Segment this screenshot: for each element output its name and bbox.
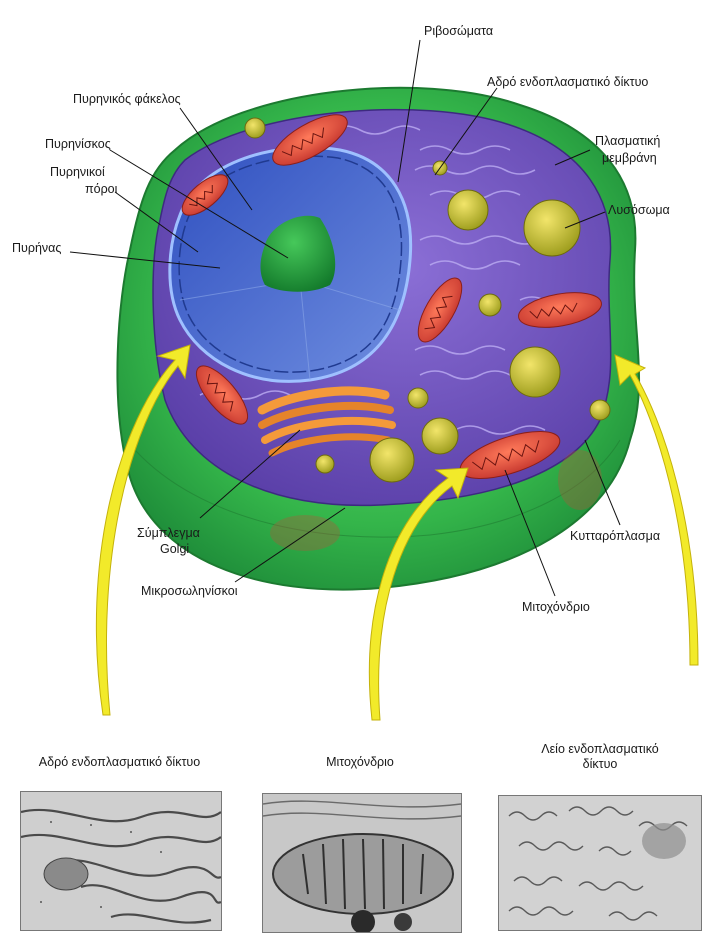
leader-ribosomes	[397, 39, 421, 183]
leader-nucleolus	[109, 149, 289, 259]
label-mitochondrion: Μιτοχόνδριο	[522, 600, 590, 614]
nuclear-envelope-shape	[178, 155, 403, 373]
leader-mitochondrion	[504, 469, 556, 597]
label-nuclear-pores-line2: πόροι	[85, 182, 118, 196]
caption-mitochondrion: Μιτοχόνδριο	[326, 755, 394, 769]
leader-cytoplasm	[584, 439, 621, 526]
label-nucleolus: Πυρηνίσκος	[45, 137, 111, 151]
leader-microtubules	[234, 507, 346, 583]
lysosomes	[244, 117, 611, 483]
micrograph-smooth-er	[498, 795, 702, 931]
leader-lysosome	[564, 211, 606, 229]
label-nucleus: Πυρήνας	[12, 241, 61, 255]
mitochondria	[181, 114, 602, 479]
leader-nuclear-pores	[114, 191, 199, 253]
golgi-shape	[257, 386, 396, 457]
leader-plasma-membrane	[554, 149, 591, 166]
label-nuclear-envelope: Πυρηνικός φάκελος	[73, 92, 181, 106]
label-cytoplasm: Κυτταρόπλασμα	[570, 529, 660, 543]
label-lysosome: Λυσόσωμα	[608, 203, 670, 217]
pointer-arrows	[95, 344, 699, 721]
label-golgi-line1: Σύμπλεγμα	[137, 526, 200, 540]
micrograph-mitochondrion	[262, 793, 462, 933]
label-golgi-line2: Golgi	[160, 542, 189, 556]
label-nuclear-pores-line1: Πυρηνικοί	[50, 165, 105, 179]
caption-rough-er: Αδρό ενδοπλασματικό δίκτυο	[38, 755, 201, 769]
nucleolus-shape	[260, 215, 336, 292]
leader-nuclear-envelope	[179, 107, 253, 211]
label-ribosomes: Ριβοσώματα	[424, 24, 493, 38]
caption-smooth-er-line1: Λείο ενδοπλασματικό	[541, 742, 659, 756]
leader-rough-er	[434, 87, 498, 176]
label-plasma-membrane-line1: Πλασματική	[595, 134, 660, 148]
label-plasma-membrane-line2: μεμβράνη	[602, 151, 657, 165]
caption-smooth-er-line2: δίκτυο	[582, 757, 618, 771]
label-microtubules: Μικροσωληνίσκοι	[141, 584, 238, 598]
label-rough-er: Αδρό ενδοπλασματικό δίκτυο	[487, 75, 648, 89]
leader-golgi	[199, 429, 301, 519]
leader-nucleus	[69, 251, 221, 269]
micrograph-rough-er	[20, 791, 222, 931]
